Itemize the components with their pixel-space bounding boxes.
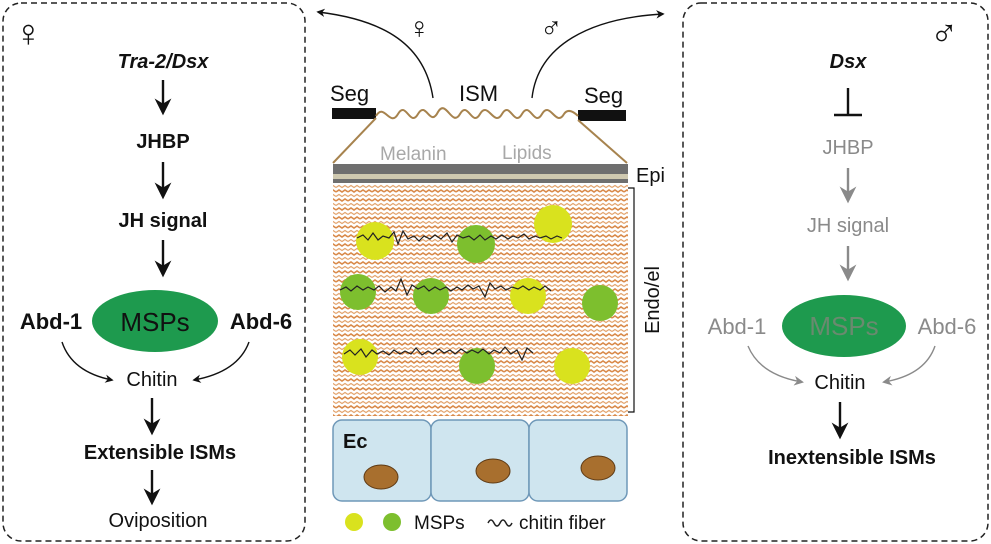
right-panel: ♂ Dsx JHBP JH signal MSPs Abd-1 Abd-6 Ch… <box>682 2 989 542</box>
legend-chitin-label: chitin fiber <box>519 513 606 534</box>
nucleus <box>580 455 616 481</box>
nucleus <box>363 464 399 490</box>
arrow-to-male-panel <box>531 10 665 99</box>
jhbp-label: JHBP <box>136 131 189 153</box>
ec-label: Ec <box>343 431 367 453</box>
msps-ellipse-male <box>782 295 906 357</box>
seg-right-label: Seg <box>584 83 623 108</box>
tra2-dsx-label: Tra-2/Dsx <box>118 51 210 73</box>
msps-label: MSPs <box>120 307 189 337</box>
right-panel-border <box>682 2 989 542</box>
left-panel-border <box>2 2 306 542</box>
abd6-label: Abd-6 <box>230 309 292 334</box>
extensible-isms-label: Extensible ISMs <box>84 442 236 464</box>
ism-left-side <box>332 117 377 164</box>
epi-layer-dark <box>333 164 628 174</box>
msp-circle <box>582 285 618 321</box>
epi-label: Epi <box>636 165 665 187</box>
msp-circle <box>457 225 495 263</box>
seg-left-bar <box>332 108 376 119</box>
arrow-abd6-chitin-male <box>882 345 936 386</box>
ism-zigzag <box>375 107 579 120</box>
msp-circle <box>356 222 394 260</box>
chitin-fiber <box>343 346 534 362</box>
left-panel: ♀ Tra-2/Dsx JHBP JH signal MSPs Abd-1 Ab… <box>2 2 306 542</box>
arrow-abd6-chitin <box>192 341 250 383</box>
epi-layer-dark-2 <box>333 179 628 183</box>
ec-cell <box>430 419 530 502</box>
dsx-label: Dsx <box>830 51 868 73</box>
inextensible-isms-label: Inextensible ISMs <box>768 447 936 469</box>
jh-signal-label-male: JH signal <box>807 215 889 237</box>
legend-msps-label: MSPs <box>414 513 465 534</box>
nucleus <box>475 458 511 484</box>
chitin-fiber <box>356 229 563 246</box>
msp-circle <box>413 278 449 314</box>
msp-circle <box>534 205 572 243</box>
chitin-label: Chitin <box>126 369 177 391</box>
legend-chitin-icon <box>487 519 513 527</box>
msp-circle <box>340 274 376 310</box>
seg-right-bar <box>578 110 626 121</box>
male-symbol-center: ♂ <box>540 12 563 45</box>
center-panel: ♀ ♂ Seg Seg ISM Melanin Lipids Epi Endo/… <box>316 8 665 534</box>
ism-right-side <box>577 119 628 164</box>
msps-ellipse <box>92 290 218 352</box>
endo-label: Endo/el <box>642 266 664 334</box>
ec-cell <box>528 419 628 502</box>
msp-circle <box>554 348 590 384</box>
legend-msp-light <box>345 513 363 531</box>
chitin-label-male: Chitin <box>814 372 865 394</box>
legend-msp-green <box>383 513 401 531</box>
arrow-abd1-chitin <box>61 341 114 383</box>
msp-circle <box>510 278 546 314</box>
female-symbol: ♀ <box>14 13 43 55</box>
endo-bracket <box>628 187 635 413</box>
seg-left-label: Seg <box>330 81 369 106</box>
msps-label-male: MSPs <box>809 311 878 341</box>
oviposition-label: Oviposition <box>109 510 208 532</box>
msp-circle <box>459 348 495 384</box>
abd6-label-male: Abd-6 <box>918 314 977 339</box>
abd1-label: Abd-1 <box>20 309 82 334</box>
arrow-abd1-chitin-male <box>747 345 804 386</box>
melanin-label: Melanin <box>380 144 447 165</box>
jh-signal-label: JH signal <box>119 210 208 232</box>
jhbp-label-male: JHBP <box>822 137 873 159</box>
lipids-label: Lipids <box>502 143 552 164</box>
male-symbol: ♂ <box>930 13 959 55</box>
msp-circle <box>342 339 378 375</box>
arrow-to-female-panel <box>316 8 434 99</box>
female-symbol-center: ♀ <box>408 12 431 45</box>
abd1-label-male: Abd-1 <box>708 314 767 339</box>
chitin-fiber <box>339 277 552 299</box>
ism-label: ISM <box>459 81 498 106</box>
epi-layer-beige <box>333 174 628 179</box>
